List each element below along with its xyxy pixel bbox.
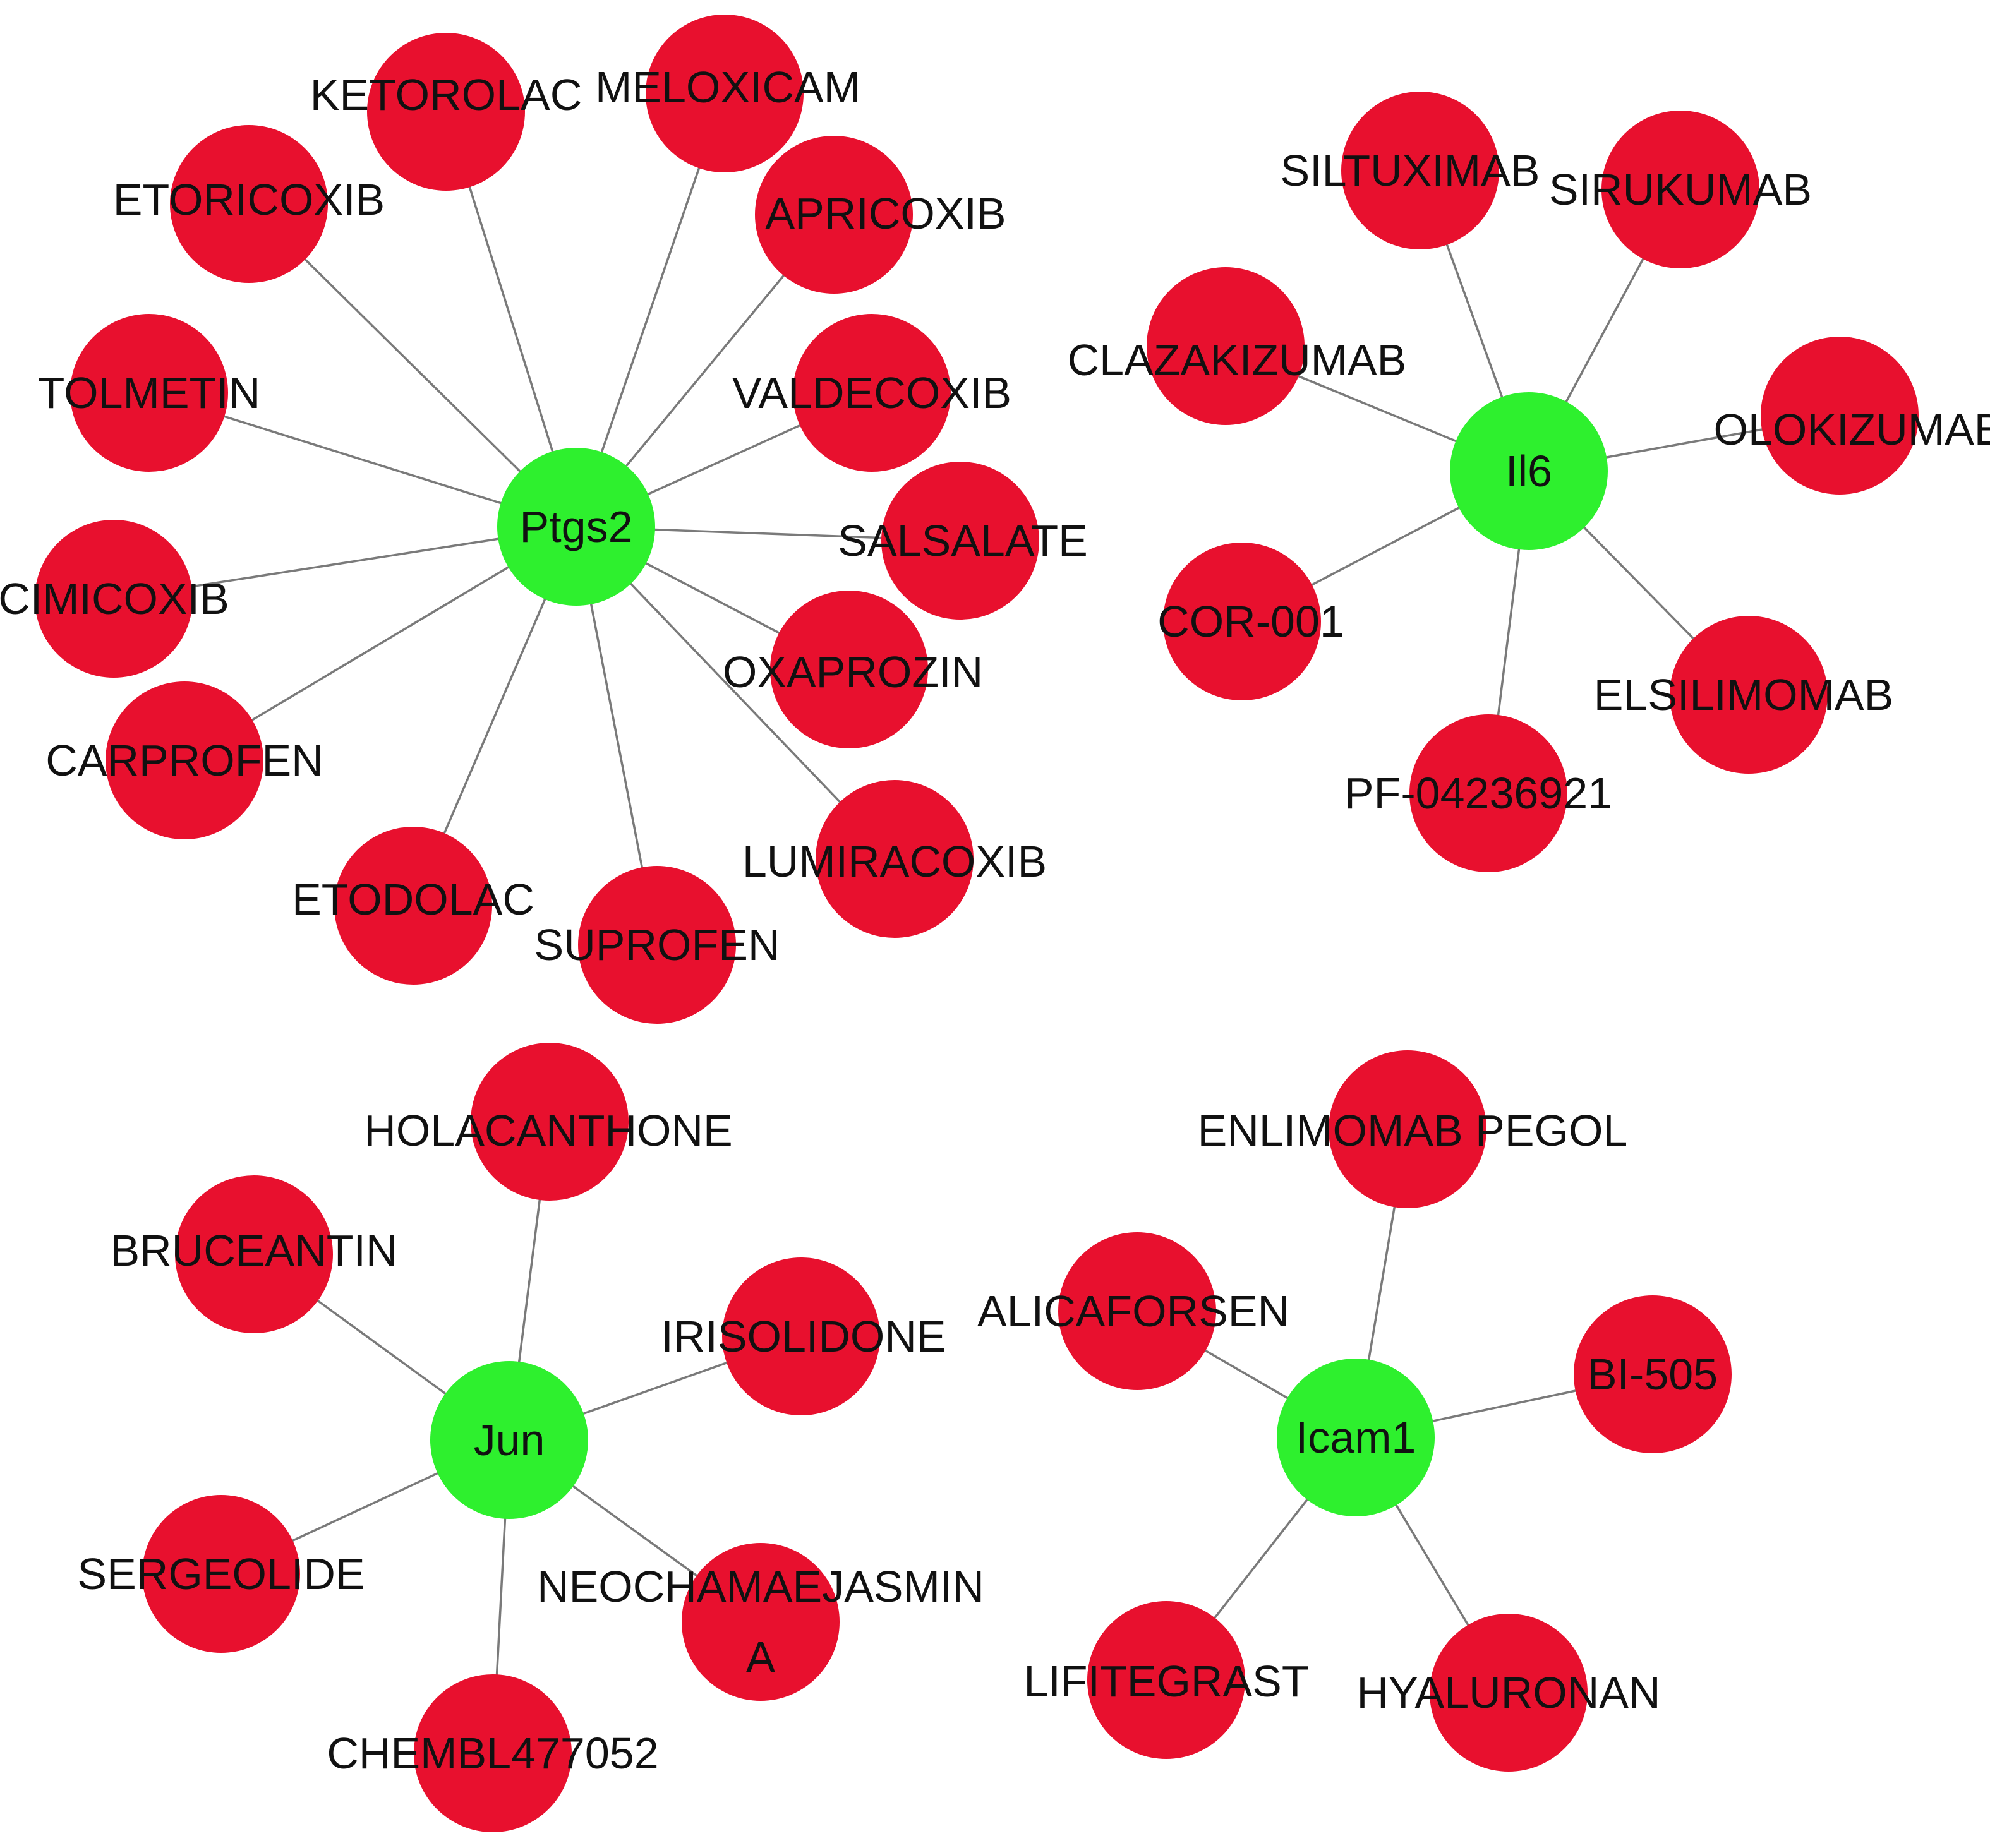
drug-label-ketorolac: KETOROLAC (310, 70, 582, 119)
drug-label-bi-505: BI-505 (1588, 1350, 1718, 1399)
drug-label-elsilimomab: ELSILIMOMAB (1594, 670, 1894, 719)
drug-node-alicaforsen[interactable] (1058, 1232, 1216, 1390)
drug-label-suprofen: SUPROFEN (534, 920, 780, 969)
drug-label-oxaprozin: OXAPROZIN (723, 647, 983, 697)
drug-label-siltuximab: SILTUXIMAB (1280, 146, 1540, 195)
drug-label-cor-001: COR-001 (1157, 597, 1344, 646)
drug-label-alicaforsen: ALICAFORSEN (977, 1287, 1289, 1336)
drug-node-etodolac[interactable] (334, 827, 492, 985)
labels-layer: KETOROLAC MELOXICAM ETORICOXIB APRICOXIB VAL… (0, 63, 1990, 1778)
drug-node-ketorolac[interactable] (367, 33, 525, 191)
nodes-layer (35, 15, 1919, 1832)
drug-node-cimicoxib[interactable] (35, 520, 193, 678)
drug-label-salsalate: SALSALATE (838, 516, 1088, 565)
drug-node-holacanthone[interactable] (471, 1043, 629, 1201)
drug-node-salsalate[interactable] (881, 462, 1039, 620)
drug-label-valdecoxib: VALDECOXIB (732, 368, 1011, 417)
drug-label-etoricoxib: ETORICOXIB (113, 175, 385, 224)
drug-label-irisolidone: IRISOLIDONE (661, 1312, 946, 1361)
drug-node-chembl477052[interactable] (414, 1674, 572, 1832)
drug-node-cor-001[interactable] (1163, 543, 1321, 700)
drug-label-cimicoxib: CIMICOXIB (0, 574, 229, 623)
drug-label-sirukumab: SIRUKUMAB (1549, 165, 1812, 214)
target-node-icam1[interactable] (1277, 1359, 1435, 1516)
drug-label-meloxicam: MELOXICAM (595, 63, 860, 112)
target-node-jun[interactable] (430, 1361, 588, 1519)
drug-label-holacanthone: HOLACANTHONE (364, 1106, 732, 1155)
drug-label-etodolac: ETODOLAC (292, 875, 534, 924)
target-label-il6: Il6 (1505, 447, 1552, 496)
drug-node-oxaprozin[interactable] (770, 591, 928, 748)
drug-node-lifitegrast[interactable] (1087, 1601, 1245, 1759)
drug-label-carprofen: CARPROFEN (45, 736, 323, 785)
drug-label-olokizumab: OLOKIZUMAB (1714, 405, 1990, 454)
target-node-ptgs2[interactable] (497, 448, 655, 606)
drug-node-carprofen[interactable] (106, 681, 263, 839)
drug-label-enlimomab-pegol: ENLIMOMAB PEGOL (1198, 1106, 1628, 1155)
drug-node-elsilimomab[interactable] (1670, 616, 1828, 774)
drug-node-apricoxib[interactable] (755, 136, 913, 294)
drug-node-suprofen[interactable] (578, 866, 736, 1024)
drug-node-hyaluronan[interactable] (1430, 1614, 1588, 1772)
target-label-jun: Jun (474, 1415, 545, 1465)
drug-label-clazakizumab: CLAZAKIZUMAB (1068, 335, 1407, 385)
drug-node-valdecoxib[interactable] (793, 314, 951, 472)
drug-node-olokizumab[interactable] (1761, 337, 1919, 495)
drug-label-pf-04236921: PF-04236921 (1344, 769, 1612, 818)
target-node-il6[interactable] (1450, 392, 1608, 550)
drug-node-etoricoxib[interactable] (170, 125, 328, 283)
drug-label-hyaluronan: HYALURONAN (1356, 1668, 1660, 1717)
drug-node-bruceantin[interactable] (175, 1175, 333, 1333)
drug-node-lumiracoxib[interactable] (816, 780, 974, 938)
drug-node-tolmetin[interactable] (70, 314, 228, 472)
drug-node-irisolidone[interactable] (722, 1257, 880, 1415)
drug-label-chembl477052: CHEMBL477052 (327, 1729, 658, 1778)
drug-node-pf-04236921[interactable] (1409, 714, 1567, 872)
drug-label-bruceantin: BRUCEANTIN (110, 1226, 397, 1275)
drug-label-apricoxib: APRICOXIB (765, 189, 1006, 238)
drug-node-sergeolide[interactable] (142, 1495, 300, 1653)
target-label-icam1: Icam1 (1296, 1413, 1416, 1462)
drug-node-siltuximab[interactable] (1341, 92, 1499, 249)
drug-label-sergeolide: SERGEOLIDE (77, 1549, 365, 1599)
drug-node-bi-505[interactable] (1574, 1295, 1732, 1453)
drug-label-lifitegrast: LIFITEGRAST (1023, 1657, 1308, 1706)
drug-label-tolmetin: TOLMETIN (38, 368, 261, 417)
target-label-ptgs2: Ptgs2 (520, 502, 633, 551)
drug-label-lumiracoxib: LUMIRACOXIB (742, 837, 1047, 886)
drug-node-neochamaejasmin-a[interactable] (682, 1543, 840, 1701)
drug-node-enlimomab-pegol[interactable] (1329, 1050, 1486, 1208)
drug-node-clazakizumab[interactable] (1147, 267, 1305, 425)
drug-node-meloxicam[interactable] (646, 15, 804, 172)
drug-node-sirukumab[interactable] (1601, 111, 1759, 268)
